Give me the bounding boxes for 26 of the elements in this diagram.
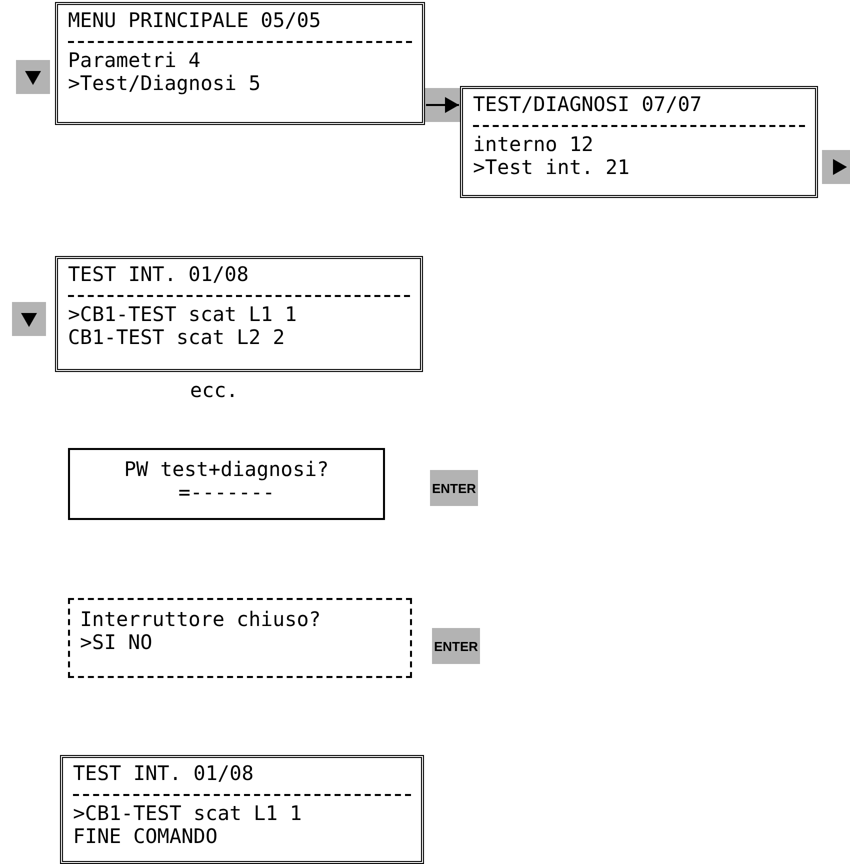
enter-key: ENTER xyxy=(432,628,480,664)
enter-key: ENTER xyxy=(430,470,478,506)
screen-heading: TEST/DIAGNOSI 07/07 xyxy=(473,93,703,116)
screen-line: =------- xyxy=(178,481,275,504)
display-screen xyxy=(60,755,424,864)
screen-line: >SI NO xyxy=(80,631,154,654)
screen-line: interno 12 xyxy=(473,133,594,156)
screen-line: Parametri 4 xyxy=(68,49,202,72)
screen-line: >Test/Diagnosi 5 xyxy=(68,72,262,95)
screen-heading: TEST INT. 01/08 xyxy=(73,762,255,785)
display-screen xyxy=(68,448,385,520)
display-screen xyxy=(460,86,818,198)
screen-line: >Test int. 21 xyxy=(473,156,631,179)
screen-line: FINE COMANDO xyxy=(73,825,218,848)
screen-heading: MENU PRINCIPALE 05/05 xyxy=(68,9,322,32)
screen-line: CB1-TEST scat L2 2 xyxy=(68,326,286,349)
display-screen xyxy=(55,256,423,372)
screen-line: >CB1-TEST scat L1 1 xyxy=(73,802,303,825)
screen-heading: PW test+diagnosi? xyxy=(123,458,330,481)
screen-heading: Interruttore chiuso? xyxy=(80,608,322,631)
screen-heading: TEST INT. 01/08 xyxy=(68,263,250,286)
right-arrow-key-icon xyxy=(425,88,460,122)
note-text: ecc. xyxy=(190,378,238,402)
dialog-screen xyxy=(68,598,412,678)
screen-line: >CB1-TEST scat L1 1 xyxy=(68,303,298,326)
display-screen xyxy=(55,2,425,125)
